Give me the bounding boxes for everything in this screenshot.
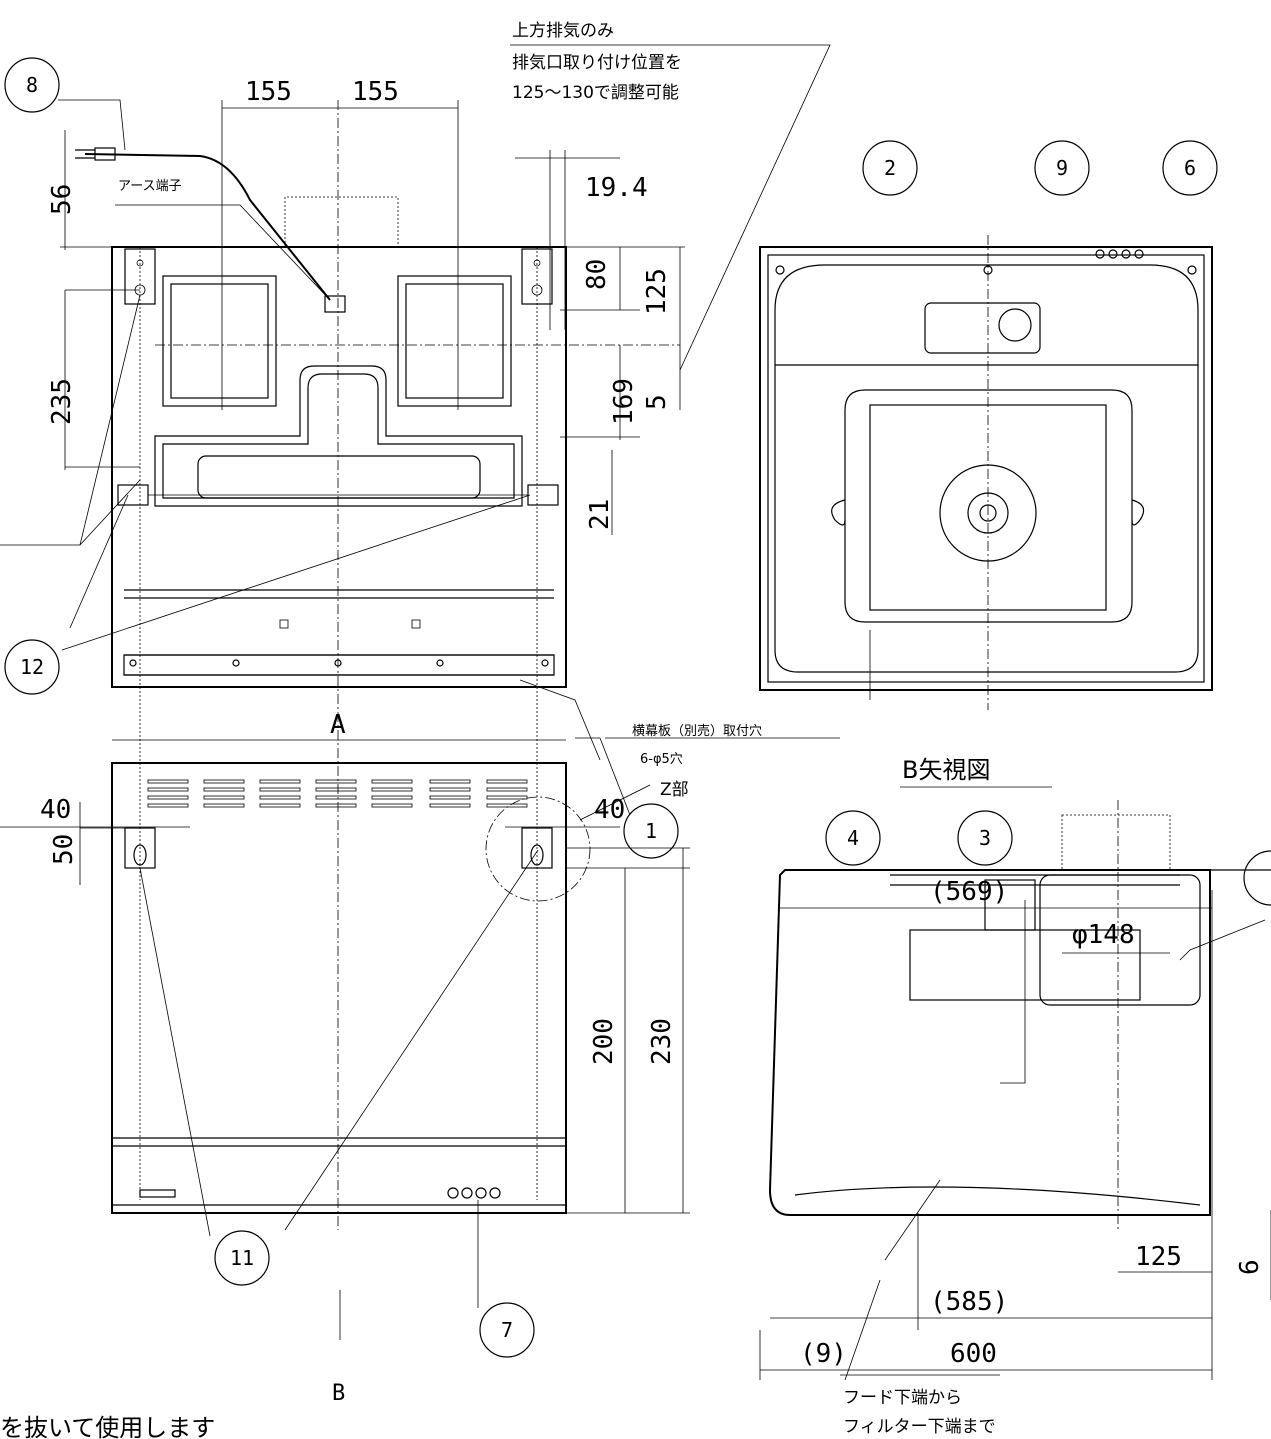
dim-21: 21 [585,499,615,530]
top-view [75,100,680,1230]
svg-text:11: 11 [230,1246,254,1270]
dim-phi148: φ148 [1072,920,1135,950]
dim-169: 169 [609,378,639,425]
dim-155-right: 155 [352,77,399,107]
side-view [768,800,1271,1230]
dim-235: 235 [47,378,77,425]
balloon-1: 1 [623,803,679,859]
front-view [111,762,591,1214]
note-valance-2: 6-φ5穴 [640,752,683,767]
b-view-title: B矢視図 [902,756,990,784]
dim-200: 200 [589,1018,619,1065]
dim-40-right: 40 [594,795,625,825]
dim-9: (9) [800,1339,847,1369]
balloon-4: 4 [825,810,881,866]
dim-569: (569) [930,877,1008,907]
dim-585: (585) [930,1287,1008,1317]
dim-40-left: 40 [40,795,71,825]
svg-text:12: 12 [20,655,44,679]
note-exhaust-2: 排気口取り付け位置を [512,53,682,73]
note-exhaust-3: 125～130で調整可能 [512,83,679,103]
balloon-2: 2 [862,140,918,196]
dim-80: 80 [582,259,612,290]
svg-text:2: 2 [884,156,896,180]
note-hood-2: フィルター下端まで [843,1417,996,1437]
dim-155-left: 155 [245,77,292,107]
dimension-lines [0,100,1271,1380]
balloon-8: 8 [4,57,60,113]
view-arrow-B: B [332,1381,345,1406]
b-view [759,235,1213,710]
dim-125-side: 125 [1135,1242,1182,1272]
balloon-11: 11 [214,1230,270,1286]
svg-text:8: 8 [26,73,38,97]
note-z-part: Z部 [660,780,689,800]
balloon-9: 9 [1034,140,1090,196]
dim-6: 6 [1235,1259,1265,1275]
balloon-7: 7 [479,1302,535,1358]
dim-230: 230 [647,1018,677,1065]
note-valance-1: 横幕板（別売）取付穴 [632,723,762,739]
balloon-partial [1243,850,1271,906]
dim-600: 600 [950,1339,997,1369]
balloon-3: 3 [957,810,1013,866]
svg-text:7: 7 [501,1318,513,1342]
balloon-6: 6 [1162,140,1218,196]
svg-text:3: 3 [979,826,991,850]
svg-text:9: 9 [1056,156,1068,180]
dim-125-top: 125 [642,268,672,315]
svg-text:1: 1 [645,819,657,843]
svg-text:4: 4 [847,826,859,850]
note-earth-terminal: アース端子 [118,179,182,194]
dim-56: 56 [47,184,77,215]
note-bottom-partial: を抜いて使用します [0,1414,215,1439]
leader-lines [0,44,1266,1381]
note-hood-1: フード下端から [843,1388,962,1408]
note-exhaust-1: 上方排気のみ [512,21,614,41]
svg-text:6: 6 [1184,156,1196,180]
dim-19-4: 19.4 [585,173,648,203]
balloon-12: 12 [4,639,60,695]
dim-A: A [330,710,346,740]
dim-5: 5 [642,394,672,410]
vent-slots [147,779,528,808]
dim-50: 50 [49,834,79,865]
